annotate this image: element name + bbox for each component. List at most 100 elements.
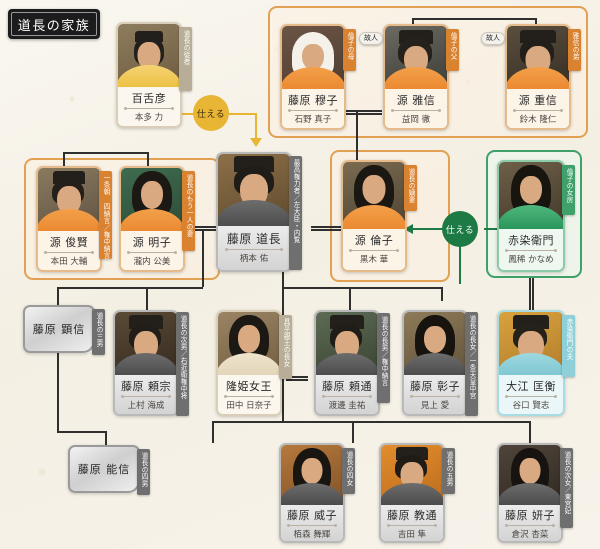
actor-name: 柄本 佑 xyxy=(239,254,269,264)
role-tab: 赤染衛門の夫 xyxy=(562,315,575,377)
actor-name: 鳳稀 かなめ xyxy=(508,255,554,265)
card-fujiwara-shoshi[interactable]: 藤原 彰子 見上 愛 道長の長女／一条天皇中宮 xyxy=(402,310,478,416)
portrait-photo xyxy=(115,312,177,382)
arrow-serve-michinaga xyxy=(250,138,262,147)
name-divider xyxy=(43,251,94,254)
connector-serve-michinaga-h1 xyxy=(171,113,195,115)
connector-akiko-children-trunk xyxy=(57,287,203,289)
role-tab: 道長の四男 xyxy=(137,449,150,495)
name-divider xyxy=(321,395,372,398)
card-oe-masahira[interactable]: 大江 匡衡 谷口 賢志 赤染衛門の夫 xyxy=(497,310,575,416)
name-divider xyxy=(223,395,274,398)
portrait-photo xyxy=(38,168,100,238)
card-minamoto-rinshi[interactable]: 源 倫子 黒木 華 道長の嫡妻 xyxy=(341,160,417,272)
character-name: 藤原 頼通 xyxy=(322,380,372,393)
role-tab: 雅信の弟 xyxy=(568,29,581,71)
actor-name: 栢森 舞輝 xyxy=(293,530,331,540)
card-frame: 源 倫子 黒木 華 xyxy=(341,160,407,272)
character-name: 源 倫子 xyxy=(354,234,394,247)
connector-serve-rinshi-h2 xyxy=(413,228,446,230)
card-fujiwara-akinobu[interactable]: 藤原 顕信 道長の三男 xyxy=(23,305,105,355)
card-namebar: 藤原 穆子 石野 真子 xyxy=(282,89,344,128)
connector-serve-rinshi-h1 xyxy=(484,228,505,230)
connector-lower-children-trunk xyxy=(212,421,529,423)
card-frame: 隆姫女王 田中 日奈子 xyxy=(216,310,282,416)
character-name: 百舌彦 xyxy=(131,92,167,105)
character-name: 藤原 能信 xyxy=(77,463,131,476)
card-fujiwara-bokushi[interactable]: 藤原 穆子 石野 真子 倫子の母 xyxy=(280,24,356,130)
card-namebar: 源 倫子 黒木 華 xyxy=(343,229,405,270)
card-namebar: 藤原 道長 柄本 佑 xyxy=(218,226,290,270)
character-name: 藤原 教通 xyxy=(387,509,437,522)
connector-yoshinobu-rail xyxy=(57,431,105,433)
connector-yoshinobu-drop xyxy=(105,431,107,445)
connector-norimichi-drop xyxy=(352,421,354,443)
card-frame: 藤原 穆子 石野 真子 xyxy=(280,24,346,130)
card-momotohiko[interactable]: 百舌彦 本多 力 道長の従者 xyxy=(116,22,192,128)
role-tab: 道長の長女／一条天皇中宮 xyxy=(465,312,478,416)
relation-bubble-serves-michinaga: 仕える xyxy=(193,95,229,131)
card-frame: 源 雅信 益岡 徹 xyxy=(383,24,449,130)
character-name: 源 重信 xyxy=(518,94,558,107)
card-frame: 百舌彦 本多 力 xyxy=(116,22,182,128)
actor-name: 渡邊 圭祐 xyxy=(328,401,366,411)
name-divider xyxy=(126,251,177,254)
card-namebar: 藤原 頼宗 上村 海成 xyxy=(115,375,177,414)
character-name: 源 雅信 xyxy=(396,94,436,107)
role-tab: 倫子の母 xyxy=(343,29,356,71)
portrait-photo xyxy=(218,154,290,234)
name-divider xyxy=(348,249,399,252)
connector-shoshi-drop xyxy=(441,287,443,301)
card-frame: 源 俊賢 本田 大輔 xyxy=(36,166,102,272)
connector-akinobu-drop xyxy=(57,287,59,305)
name-divider xyxy=(504,249,558,252)
connector-serve-bubble-tail xyxy=(459,240,461,284)
role-tab: 道長の嫡妻 xyxy=(404,165,417,211)
card-minamoto-shigenobu[interactable]: 源 重信 鈴木 隆仁 雅信の弟 故人 xyxy=(481,24,581,130)
card-akazome-emon[interactable]: 赤染衛門 鳳稀 かなめ 倫子の女房 xyxy=(497,160,575,272)
portrait-photo xyxy=(499,445,561,511)
connector-michinaga-rinshi-marriage xyxy=(311,226,346,231)
character-name: 藤原 頼宗 xyxy=(121,380,171,393)
portrait-photo xyxy=(281,445,343,511)
character-name: 藤原 道長 xyxy=(226,232,282,246)
character-name: 藤原 妍子 xyxy=(505,509,555,522)
card-fujiwara-kenshi[interactable]: 藤原 妍子 倉沢 杏菜 道長の次女／東宮妃 xyxy=(497,443,573,543)
actor-name: 吉田 隼 xyxy=(397,530,427,540)
portrait-photo xyxy=(499,162,563,236)
card-minamoto-toshikata[interactable]: 源 俊賢 本田 大輔 一条朝 四納言／権中納言 xyxy=(36,166,112,272)
role-tab: 道長の四女 xyxy=(342,448,355,494)
portrait-photo xyxy=(282,26,344,96)
portrait-photo xyxy=(316,312,378,382)
character-name: 藤原 穆子 xyxy=(288,94,338,107)
actor-name: 益岡 徹 xyxy=(401,115,431,125)
actor-name: 谷口 賢志 xyxy=(512,401,550,411)
deceased-badge: 故人 xyxy=(359,32,383,45)
card-minamoto-akiko[interactable]: 源 明子 瀧内 公美 道長のもう一人の妻 xyxy=(119,166,195,272)
connector-akinobu-rail-down xyxy=(57,305,59,431)
card-frame: 藤原 彰子 見上 愛 xyxy=(402,310,468,416)
card-takahime-joo[interactable]: 隆姫女王 田中 日奈子 具平親王の長女 xyxy=(216,310,292,416)
deceased-badge: 故人 xyxy=(481,32,505,45)
card-fujiwara-yoshinobu[interactable]: 藤原 能信 道長の四男 xyxy=(68,445,150,495)
card-minamoto-masanobu[interactable]: 源 雅信 益岡 徹 倫子の父 故人 xyxy=(359,24,459,130)
card-fujiwara-takeko[interactable]: 藤原 威子 栢森 舞輝 道長の四女 xyxy=(279,443,355,543)
card-fujiwara-yorimichi[interactable]: 藤原 頼通 渡邊 圭祐 道長の長男／権中納言 xyxy=(314,310,390,416)
connector-masanobu-shigenobu xyxy=(412,18,536,20)
actor-name: 鈴木 隆仁 xyxy=(519,115,557,125)
actor-name: 田中 日奈子 xyxy=(226,401,272,411)
card-frame: 藤原 妍子 倉沢 杏菜 xyxy=(497,443,563,543)
card-fujiwara-yorimune[interactable]: 藤原 頼宗 上村 海成 道長の次男／右近衛権中将 xyxy=(113,310,189,416)
role-tab: 道長の従者 xyxy=(179,27,192,91)
character-name: 隆姫女王 xyxy=(226,380,272,393)
card-fujiwara-norimichi[interactable]: 藤原 教通 吉田 隼 道長の五男 xyxy=(379,443,455,543)
card-namebar: 源 重信 鈴木 隆仁 xyxy=(507,89,569,128)
card-frame: 源 重信 鈴木 隆仁 xyxy=(505,24,571,130)
relation-label: 仕える xyxy=(196,109,226,120)
card-fujiwara-michinaga[interactable]: 藤原 道長 柄本 佑 最高権力者／左大臣・内覧 xyxy=(216,152,302,272)
character-name: 赤染衛門 xyxy=(508,234,554,247)
character-name: 藤原 威子 xyxy=(287,509,337,522)
role-tab: 道長の次男／右近衛権中将 xyxy=(176,312,189,416)
card-namebar: 藤原 彰子 見上 愛 xyxy=(404,375,466,414)
connector-takahime-yorimichi-marriage xyxy=(286,376,308,381)
